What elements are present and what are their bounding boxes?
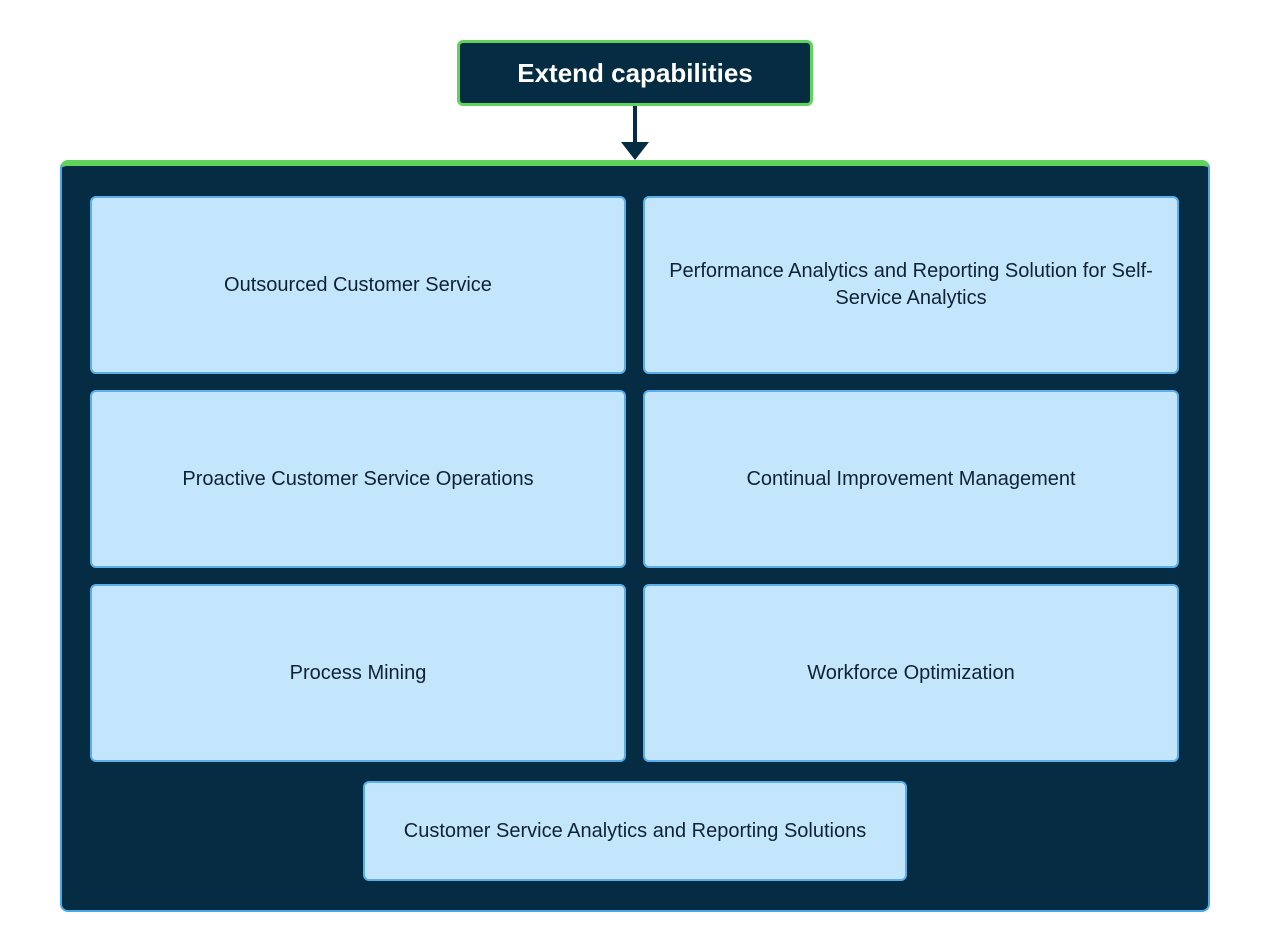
arrow-down-icon (621, 142, 649, 160)
capability-card-analytics-reporting[interactable]: Customer Service Analytics and Reporting… (363, 781, 907, 881)
capability-card-performance-analytics[interactable]: Performance Analytics and Reporting Solu… (643, 196, 1179, 374)
capability-label: Proactive Customer Service Operations (182, 467, 534, 490)
capability-card-continual-improvement[interactable]: Continual Improvement Management (643, 390, 1179, 568)
capability-card-proactive-operations[interactable]: Proactive Customer Service Operations (90, 390, 626, 568)
capability-card-workforce-optimization[interactable]: Workforce Optimization (643, 584, 1179, 762)
capability-label: Customer Service Analytics and Reporting… (403, 819, 867, 842)
capability-card-outsourced-customer-service[interactable]: Outsourced Customer Service (90, 196, 626, 374)
capability-label: Continual Improvement Management (746, 467, 1076, 490)
connector-line (633, 106, 637, 144)
capability-label: Workforce Optimization (807, 661, 1015, 684)
capability-label: Process Mining (289, 661, 427, 684)
root-node-label: Extend capabilities (517, 57, 753, 88)
capability-label: Outsourced Customer Service (224, 273, 492, 296)
capability-card-process-mining[interactable]: Process Mining (90, 584, 626, 762)
capability-label: Performance Analytics and Reporting Solu… (669, 260, 1153, 309)
root-node[interactable]: Extend capabilities (457, 40, 813, 106)
